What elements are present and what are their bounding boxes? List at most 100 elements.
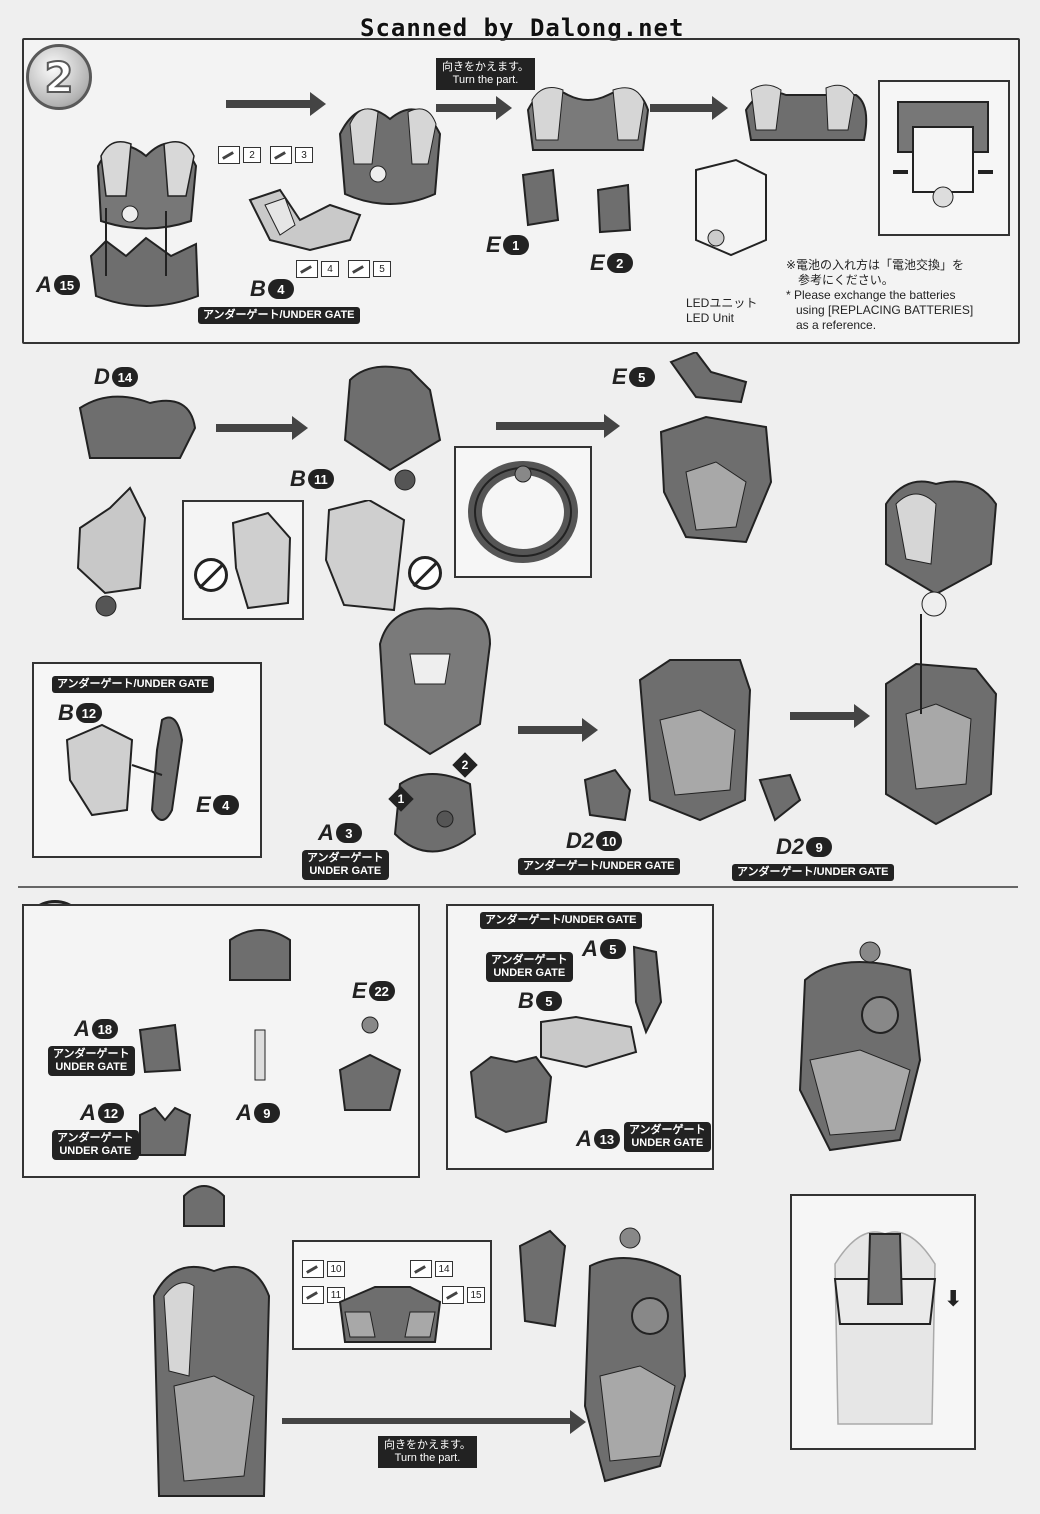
gate-cut-group-step3-right: 14: [410, 1260, 453, 1278]
part-number: 9: [806, 837, 833, 857]
flow-arrow: [226, 92, 326, 116]
led-unit-ja: LEDユニット: [686, 296, 758, 310]
part-number: 18: [91, 1019, 118, 1039]
flow-arrow: [496, 414, 620, 438]
gate-number: 10: [327, 1261, 345, 1277]
flow-arrow: [518, 718, 598, 742]
step-2-badge: 2: [26, 44, 92, 110]
under-gate-tag-b5: アンダーゲート UNDER GATE: [486, 952, 573, 982]
turn-part-tag-top: 向きをかえます。 Turn the part.: [436, 58, 535, 90]
part-letter: E: [486, 232, 501, 257]
gate-number: 11: [327, 1287, 345, 1303]
part-number: 12: [97, 1103, 124, 1123]
order-mark-2: 2: [461, 758, 469, 772]
part-number: 10: [596, 831, 623, 851]
under-gate-ja: アンダーゲート: [53, 1048, 130, 1060]
part-letter: A: [582, 936, 598, 961]
flow-arrow: [650, 96, 728, 120]
part-number: 4: [212, 795, 239, 815]
part-number: 13: [593, 1129, 620, 1149]
part-body-assembly-right: [885, 480, 998, 826]
part-number: 22: [368, 981, 395, 1001]
part-torso-finished: [798, 941, 922, 1152]
battery-note-en-1: * Please exchange the batteries: [786, 288, 956, 302]
part-letter: E: [590, 250, 605, 275]
part-e5-assembly: [659, 352, 773, 544]
flow-arrow: [790, 704, 870, 728]
part-assembly-a15: [89, 141, 200, 307]
battery-note-ja-2: 参考にください。: [798, 273, 894, 287]
part-b12-e4: [65, 716, 184, 821]
part-a3-assembly: [378, 607, 492, 853]
under-gate-tag-d210: アンダーゲート/UNDER GATE: [518, 858, 680, 875]
under-gate-en: UNDER GATE: [55, 1061, 128, 1073]
part-number: 12: [75, 703, 102, 723]
flow-arrow: [216, 416, 308, 440]
part-letter: E: [196, 792, 211, 817]
nipper-icon: [410, 1260, 432, 1278]
flow-arrow: [436, 96, 512, 120]
part-assembly-led: [695, 84, 868, 257]
part-number: 11: [307, 469, 334, 489]
part-b11-side: [324, 500, 406, 612]
part-d14-assembly: [76, 395, 197, 617]
under-gate-en: UNDER GATE: [309, 865, 382, 877]
battery-note-en-2: using [REPLACING BATTERIES]: [796, 303, 974, 317]
part-number: 5: [628, 367, 655, 387]
nipper-icon: [218, 146, 240, 164]
part-letter: A: [236, 1100, 252, 1125]
step-3-mid-parts: [469, 945, 663, 1134]
part-letter: B: [290, 466, 306, 491]
under-gate-tag-b12: アンダーゲート/UNDER GATE: [52, 676, 214, 693]
gate-cut-group-b4-top: 2 3: [218, 146, 313, 164]
under-gate-tag-a5: アンダーゲート/UNDER GATE: [480, 912, 642, 929]
gate-number: 3: [295, 147, 313, 163]
part-letter: D2: [566, 828, 595, 853]
turn-part-en: Turn the part.: [452, 74, 519, 86]
nipper-icon: [302, 1286, 324, 1304]
part-letter: A: [576, 1126, 592, 1151]
part-letter: A: [74, 1016, 90, 1041]
ring-detail: [468, 461, 578, 563]
part-letter: D2: [776, 834, 805, 859]
under-gate-tag-d29: アンダーゲート/UNDER GATE: [732, 864, 894, 881]
gate-number: 14: [435, 1261, 453, 1277]
under-gate-en: UNDER GATE: [631, 1137, 704, 1149]
watermark: Scanned by Dalong.net: [360, 14, 685, 42]
part-letter: D: [94, 364, 110, 389]
under-gate-ja: アンダーゲート: [629, 1124, 706, 1136]
turn-part-en: Turn the part.: [394, 1452, 461, 1464]
led-unit-detail: [893, 101, 993, 208]
part-torso-bottom-mid: [518, 1227, 687, 1483]
battery-note-ja-1: ※電池の入れ方は「電池交換」を: [786, 258, 965, 272]
part-assembly-head: [338, 108, 442, 205]
turn-part-tag-bottom: 向きをかえます。 Turn the part.: [378, 1436, 477, 1468]
prohibited-icon: [194, 558, 228, 592]
part-number: 15: [53, 275, 80, 295]
gate-cut-group-step3-left-2: 11: [302, 1286, 345, 1304]
part-torso-bottom-left: [152, 1185, 271, 1497]
part-number: 5: [535, 991, 562, 1011]
flow-arrow: [282, 1410, 586, 1434]
led-unit-en: LED Unit: [686, 311, 735, 325]
led-unit-label: LEDユニット LED Unit: [686, 296, 757, 326]
gate-number: 2: [243, 147, 261, 163]
under-gate-ja: アンダーゲート: [491, 954, 568, 966]
nipper-icon: [270, 146, 292, 164]
under-gate-tag-a3: アンダーゲート UNDER GATE: [302, 850, 389, 880]
nipper-icon: [302, 1260, 324, 1278]
